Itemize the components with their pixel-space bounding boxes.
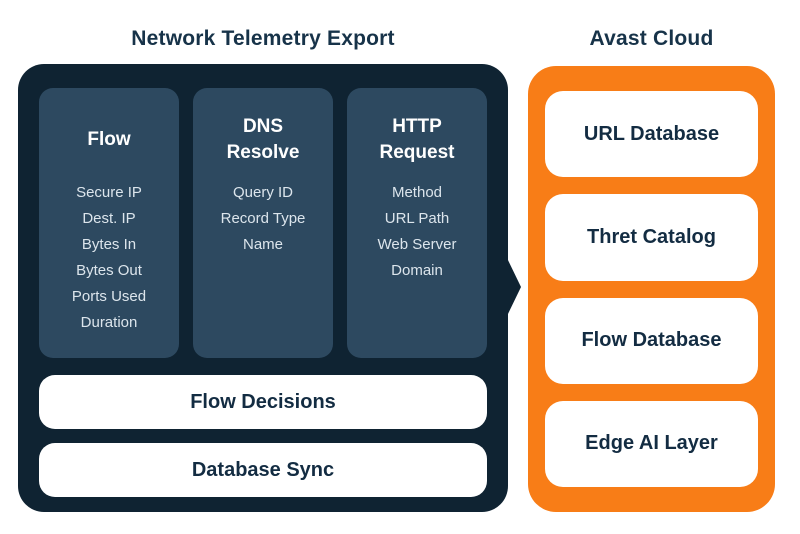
column-item: Ports Used <box>71 288 147 305</box>
card-label: Edge AI Layer <box>585 432 718 455</box>
database-sync-label: Database Sync <box>191 458 335 481</box>
card-label: Flow Database <box>581 329 722 352</box>
column-dns-resolve-title: DNS Resolve <box>226 116 300 163</box>
column-flow: Flow Secure IP Dest. IP Bytes In Bytes O… <box>39 88 179 358</box>
connector-arrow-icon <box>507 258 521 316</box>
column-item: URL Path <box>384 210 450 227</box>
card-thret-catalog: Thret Catalog <box>545 194 758 281</box>
telemetry-panel-title: Network Telemetry Export <box>131 27 395 50</box>
column-item: Duration <box>80 314 138 331</box>
column-flow-items: Secure IP Dest. IP Bytes In Bytes Out Po… <box>39 180 179 336</box>
column-item: Name <box>242 236 283 253</box>
card-label: Thret Catalog <box>587 225 716 248</box>
column-item: Web Server Domain <box>377 236 457 279</box>
column-item: Secure IP <box>76 184 142 201</box>
column-item: Query ID <box>232 184 293 201</box>
card-flow-database: Flow Database <box>545 297 758 384</box>
telemetry-columns: Flow Secure IP Dest. IP Bytes In Bytes O… <box>39 88 487 358</box>
flow-decisions-label: Flow Decisions <box>190 390 336 413</box>
column-http-request-items: Method URL Path Web Server Domain <box>347 180 487 284</box>
column-item: Bytes In <box>81 236 137 253</box>
column-item: Dest. IP <box>82 210 136 227</box>
cloud-panel-title: Avast Cloud <box>589 27 714 50</box>
card-edge-ai-layer: Edge AI Layer <box>545 400 758 487</box>
column-flow-title: Flow <box>87 129 131 150</box>
telemetry-panel: Flow Secure IP Dest. IP Bytes In Bytes O… <box>18 64 521 512</box>
column-http-request-title: HTTP Request <box>379 116 455 163</box>
column-item: Method <box>391 184 443 201</box>
card-label: URL Database <box>583 122 720 145</box>
flow-decisions-bar: Flow Decisions <box>39 375 487 429</box>
cloud-panel: URL Database Thret Catalog Flow Database… <box>528 66 775 512</box>
column-dns-resolve: DNS Resolve Query ID Record Type Name <box>193 88 333 358</box>
card-url-database: URL Database <box>545 91 758 178</box>
column-item: Record Type <box>220 210 306 227</box>
column-dns-resolve-items: Query ID Record Type Name <box>193 180 333 258</box>
column-item: Bytes Out <box>76 262 142 279</box>
column-http-request: HTTP Request Method URL Path Web Server … <box>347 88 487 358</box>
database-sync-bar: Database Sync <box>39 443 487 497</box>
